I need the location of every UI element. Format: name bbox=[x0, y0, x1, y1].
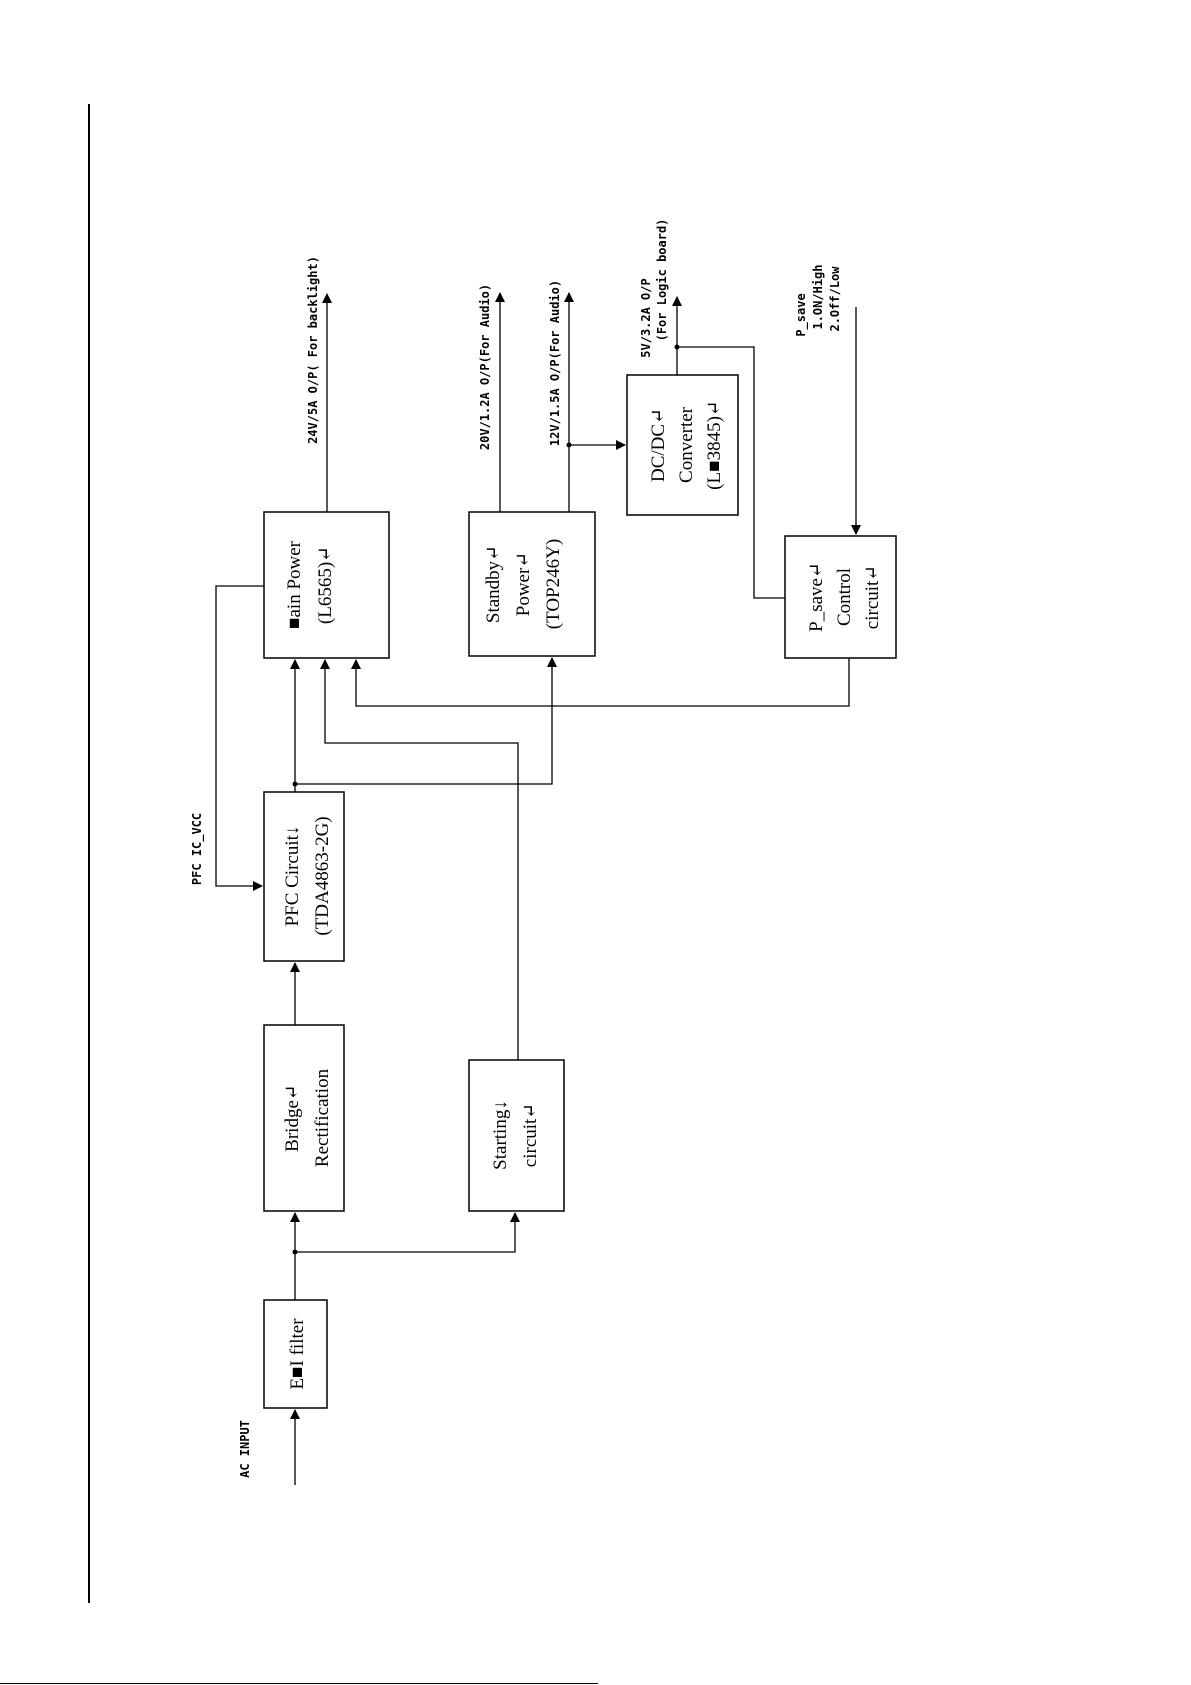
footer-rule bbox=[0, 1683, 598, 1684]
junction-dot bbox=[292, 781, 298, 787]
junction-dot bbox=[566, 442, 572, 448]
main-power-block: ■ain Power (L6565)↵ bbox=[263, 511, 390, 659]
junction-dot bbox=[292, 1249, 298, 1255]
pfc-label-line1: PFC Circuit↓ bbox=[282, 826, 303, 927]
wire-pfc-ic-vcc bbox=[215, 585, 264, 891]
wire-starting-to-main bbox=[320, 659, 519, 1060]
wire-to-starting bbox=[295, 1212, 520, 1253]
emi-filter-block: E■I filter bbox=[263, 1299, 328, 1409]
starting-label-line2: circuit↵ bbox=[520, 1103, 541, 1167]
junction-dots bbox=[292, 344, 680, 1255]
emi-filter-label: E■I filter bbox=[287, 1318, 308, 1390]
standby-label-line1: Standby↵ bbox=[483, 545, 504, 623]
dcdc-label-line2: Converter bbox=[676, 406, 697, 483]
wire-psave-to-5v bbox=[677, 346, 785, 599]
output-5v-label-line2: (For Logic board) bbox=[655, 219, 669, 342]
main-power-label-line1: ■ain Power bbox=[284, 540, 305, 629]
labels: AC INPUT PFC IC_VCC 24V/5A O/P( For back… bbox=[190, 219, 842, 1478]
dcdc-label-line1: DC/DC↵ bbox=[648, 408, 669, 482]
pfc-circuit-block: PFC Circuit↓ (TDA4863-2G) bbox=[263, 791, 345, 962]
pfc-label-line2: (TDA4863-2G) bbox=[312, 816, 333, 935]
output-12v-label: 12V/1.5A O/P(For Audio) bbox=[548, 280, 562, 446]
bridge-label-line2: Rectification bbox=[312, 1068, 333, 1167]
dcdc-label-line3: (L■3845)↵ bbox=[704, 400, 725, 490]
psave-input-label-line1: P_save bbox=[794, 293, 809, 336]
bridge-rectification-block: Bridge↵ Rectification bbox=[263, 1024, 345, 1212]
main-power-label-line2: (L6565)↵ bbox=[315, 546, 336, 624]
wires bbox=[215, 292, 861, 1485]
output-24v-label: 24V/5A O/P( For backlight) bbox=[306, 256, 320, 444]
standby-power-block: Standby↵ Power↵ (TOP246Y) bbox=[468, 511, 596, 657]
standby-label-line3: (TOP246Y) bbox=[543, 539, 564, 629]
psave-input-label-line3: 2.Off/Low bbox=[828, 266, 842, 332]
bridge-label-line1: Bridge↵ bbox=[282, 1084, 303, 1152]
wire-pfc-to-standby bbox=[295, 657, 557, 785]
starting-label-line1: Starting↓ bbox=[490, 1100, 511, 1170]
psave-ctrl-label-line3: circuit↵ bbox=[862, 565, 883, 629]
wire-psave-to-main bbox=[351, 658, 850, 707]
pfc-ic-vcc-label: PFC IC_VCC bbox=[190, 813, 205, 885]
psave-control-block: P_save↵ Control circuit↵ bbox=[784, 535, 897, 659]
starting-circuit-block: Starting↓ circuit↵ bbox=[468, 1059, 565, 1212]
margin-rule bbox=[88, 104, 90, 1603]
dcdc-converter-block: DC/DC↵ Converter (L■3845)↵ bbox=[626, 374, 739, 516]
output-20v-label: 20V/1.2A O/P(For Audio) bbox=[478, 284, 492, 450]
psave-ctrl-label-line1: P_save↵ bbox=[806, 562, 827, 632]
junction-dot bbox=[674, 344, 680, 350]
standby-label-line2: Power↵ bbox=[513, 552, 534, 616]
ac-input-label: AC INPUT bbox=[238, 1420, 252, 1478]
psave-input-label-line2: 1.ON/High bbox=[811, 264, 825, 329]
output-5v-label-line1: 5V/3.2A O/P bbox=[639, 278, 653, 357]
psave-ctrl-label-line2: Control bbox=[834, 568, 855, 626]
